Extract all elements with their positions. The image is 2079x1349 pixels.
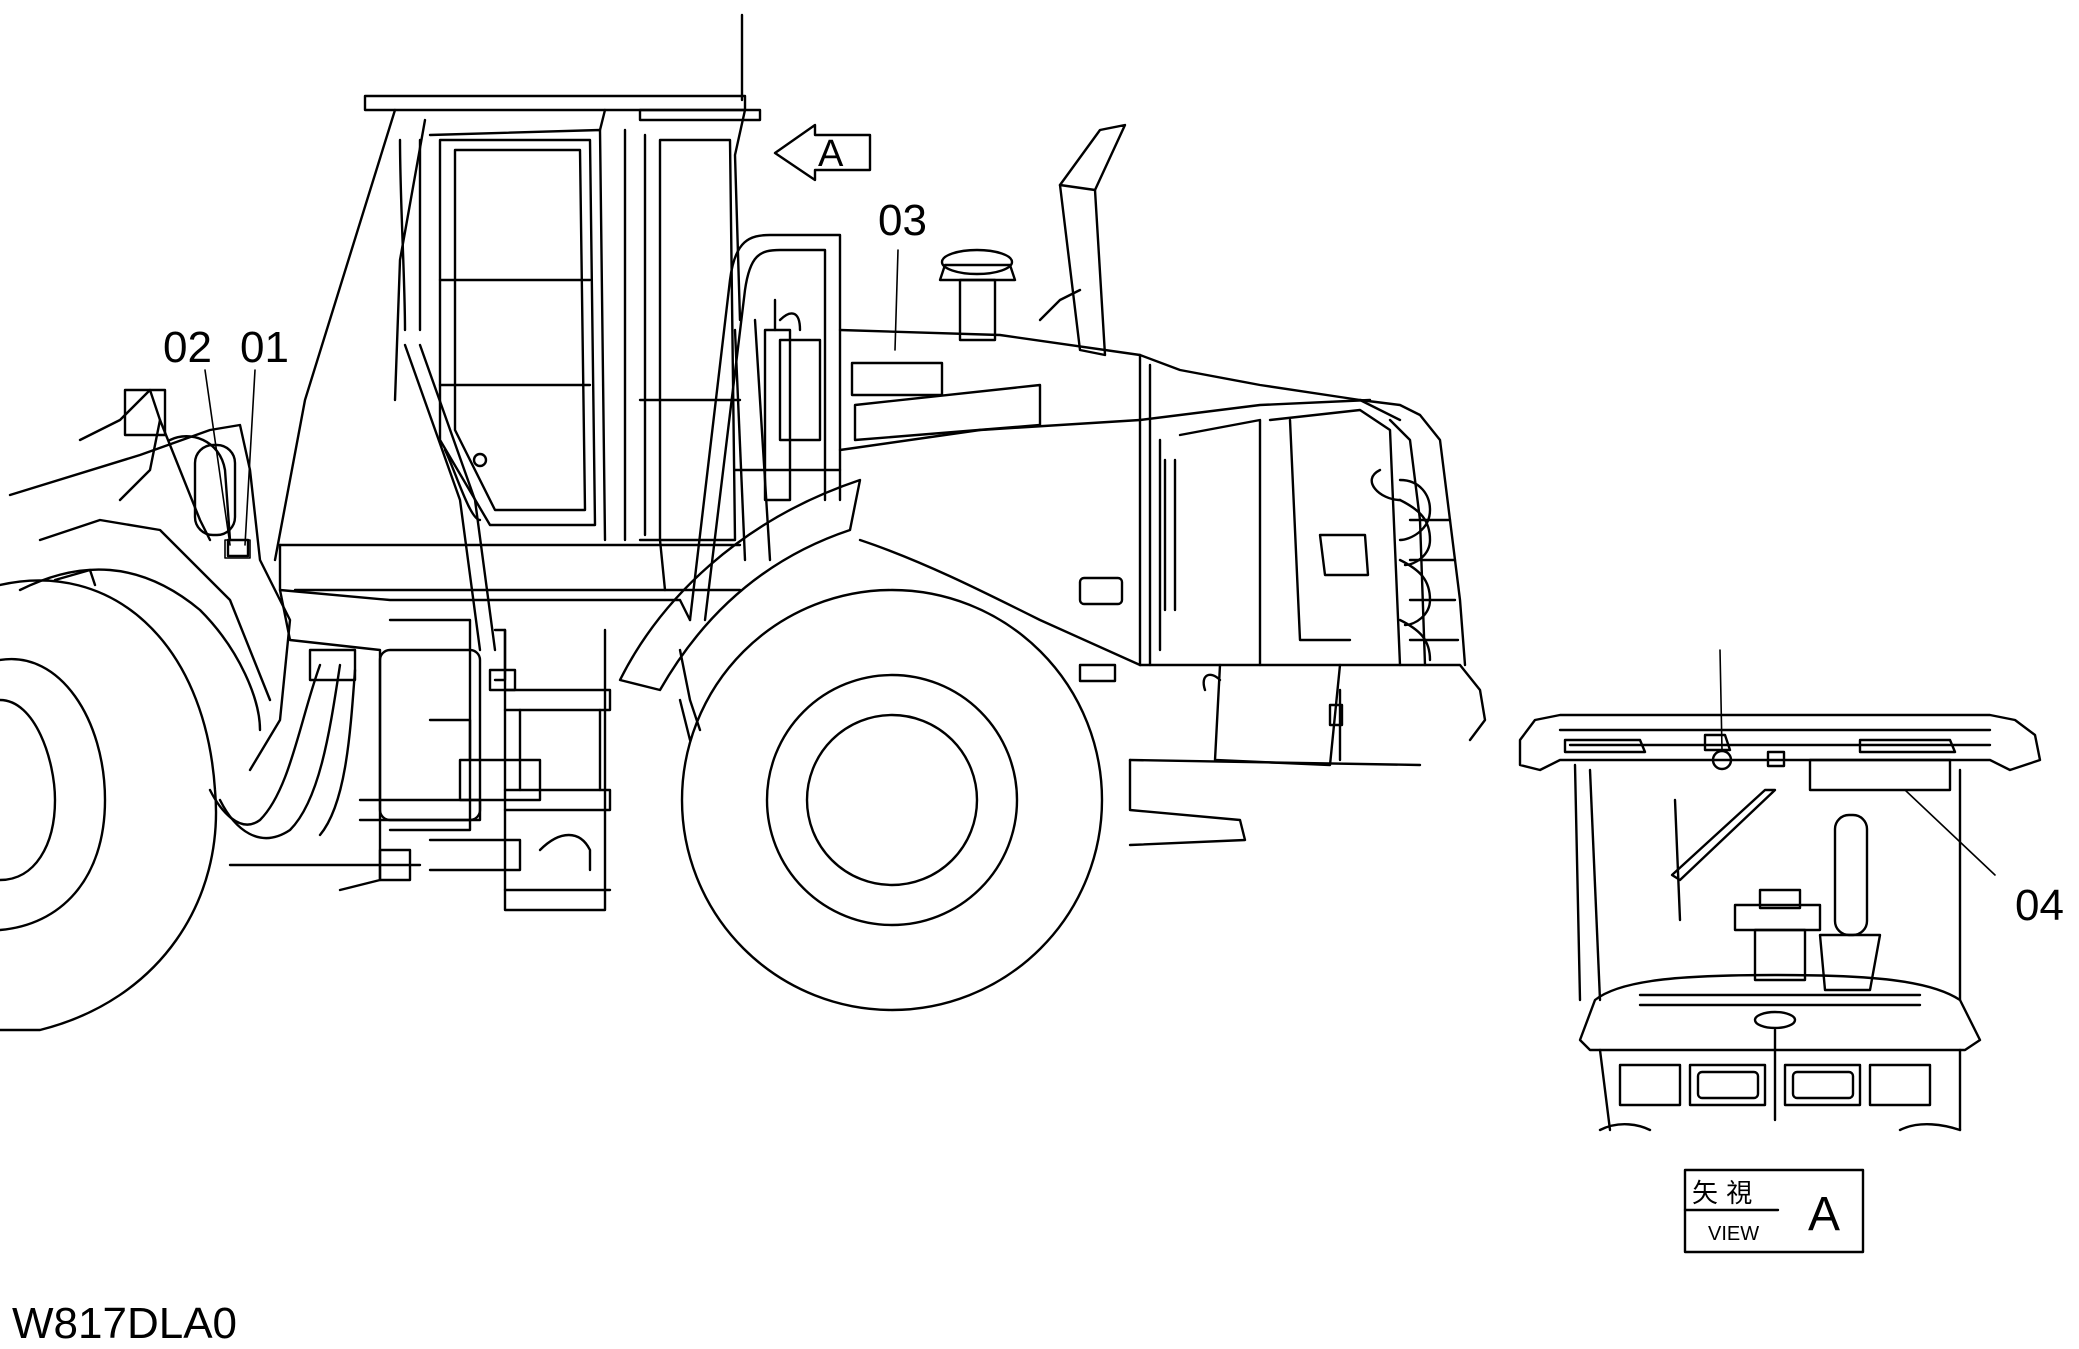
rear-fender <box>618 478 862 692</box>
callout-02-leader <box>204 369 231 546</box>
engine-bay <box>763 298 822 502</box>
callout-01-leader <box>244 369 256 546</box>
view-a-arrow: A <box>773 123 872 182</box>
hydraulic-hoses <box>208 648 522 882</box>
wheel-loader-side-view: A <box>0 13 1487 1032</box>
rear-grille <box>1128 398 1487 847</box>
callout-03-leader <box>894 249 899 351</box>
view-label-japanese: 矢 視 <box>1692 1179 1752 1209</box>
view-a-label-box: 矢 視 VIEW A <box>1683 1168 1865 1254</box>
decal-01-02-target <box>224 539 251 559</box>
air-cleaner <box>938 248 1017 342</box>
view-label-english: VIEW <box>1708 1223 1759 1245</box>
operator-cab <box>273 13 762 652</box>
center-frame <box>278 543 692 892</box>
callout-01-label: 01 <box>240 323 289 372</box>
rear-wheel <box>678 588 1104 1012</box>
callout-02-label: 02 <box>163 323 212 372</box>
exhaust-stack <box>1038 123 1127 357</box>
engine-hood <box>838 328 1402 683</box>
access-ladder <box>488 628 612 912</box>
callout-04-label: 04 <box>2015 881 2064 930</box>
view-a-arrow-letter: A <box>818 133 844 175</box>
fender-railing <box>688 233 842 622</box>
view-label-letter: A <box>1808 1188 1840 1241</box>
callout-03-label: 03 <box>878 196 927 245</box>
callout-leaders <box>204 249 899 559</box>
front-wheel <box>0 579 218 1032</box>
view-a-detail <box>1518 649 2042 1132</box>
callout-04-leader <box>1904 789 1996 876</box>
view-a-pointer-line <box>1719 649 1723 751</box>
drawing-code: W817DLA0 <box>12 1299 237 1348</box>
